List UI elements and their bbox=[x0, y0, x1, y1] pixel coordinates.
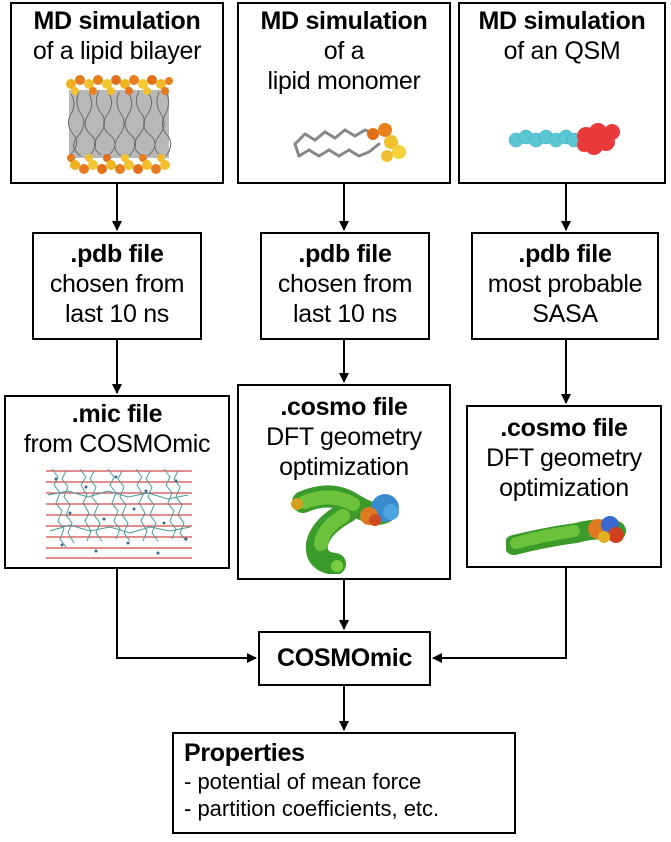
pdb-file-line-2b: last 10 ns bbox=[292, 300, 397, 328]
md-monomer-subtitle-1: of a bbox=[323, 37, 365, 65]
cosmo-surface-image-qsm bbox=[506, 516, 626, 555]
pdb-file-box-1: .pdb file chosen from last 10 ns bbox=[32, 232, 202, 340]
pdb-file-line-2a: chosen from bbox=[277, 270, 413, 298]
cosmo-surface-image-monomer bbox=[291, 485, 399, 574]
cosmomic-box: COSMOmic bbox=[258, 631, 431, 686]
qsm-molecule-image bbox=[508, 123, 620, 155]
pdb-file-box-3: .pdb file most probable SASA bbox=[471, 232, 659, 340]
pdb-file-line-1a: chosen from bbox=[49, 270, 185, 298]
md-qsm-title: MD simulation bbox=[478, 7, 646, 35]
properties-item-2: - partition coefficients, etc. bbox=[184, 796, 440, 821]
micelle-layers-image bbox=[46, 468, 192, 559]
mic-file-box: .mic file from COSMOmic bbox=[4, 395, 230, 569]
cosmo-file-line-3b: optimization bbox=[499, 474, 629, 502]
pdb-file-title-1: .pdb file bbox=[70, 240, 164, 268]
pdb-file-line-3b: SASA bbox=[532, 300, 598, 328]
pdb-file-title-3: .pdb file bbox=[518, 240, 612, 268]
lipid-monomer-image bbox=[293, 123, 406, 162]
cosmomic-label: COSMOmic bbox=[276, 644, 413, 672]
md-bilayer-subtitle: of a lipid bilayer bbox=[32, 37, 202, 65]
md-monomer-box: MD simulation of a lipid monomer bbox=[237, 2, 451, 184]
properties-box: Properties - potential of mean force - p… bbox=[172, 732, 516, 834]
md-monomer-subtitle-2: lipid monomer bbox=[267, 67, 421, 95]
lipid-bilayer-image bbox=[66, 75, 173, 174]
pdb-file-line-1b: last 10 ns bbox=[64, 300, 169, 328]
cosmo-file-box-3: .cosmo file DFT geometry optimization bbox=[466, 405, 662, 568]
cosmo-file-line-3a: DFT geometry bbox=[486, 444, 642, 472]
cosmo-file-title-3: .cosmo file bbox=[500, 414, 628, 442]
pdb-file-title-2: .pdb file bbox=[298, 240, 392, 268]
cosmo-file-line-2b: optimization bbox=[279, 453, 409, 481]
arrow-mic-cosmomic bbox=[116, 569, 257, 663]
arrow-cosmo3-cosmomic bbox=[432, 568, 567, 663]
md-monomer-title: MD simulation bbox=[260, 7, 428, 35]
properties-title: Properties bbox=[184, 739, 305, 767]
properties-item-1: - potential of mean force bbox=[184, 769, 422, 794]
cosmo-file-line-2a: DFT geometry bbox=[266, 423, 422, 451]
md-qsm-subtitle: of an QSM bbox=[503, 37, 621, 65]
md-bilayer-title: MD simulation bbox=[33, 7, 201, 35]
mic-file-title: .mic file bbox=[71, 400, 163, 428]
mic-file-line-1: from COSMOmic bbox=[23, 430, 211, 458]
pdb-file-line-3a: most probable bbox=[487, 270, 643, 298]
cosmo-file-title-2: .cosmo file bbox=[280, 393, 408, 421]
pdb-file-box-2: .pdb file chosen from last 10 ns bbox=[260, 232, 430, 340]
md-qsm-box: MD simulation of an QSM bbox=[458, 2, 666, 184]
md-bilayer-box: MD simulation of a lipid bilayer bbox=[10, 2, 224, 184]
cosmo-file-box-2: .cosmo file DFT geometry optimization bbox=[237, 384, 451, 580]
